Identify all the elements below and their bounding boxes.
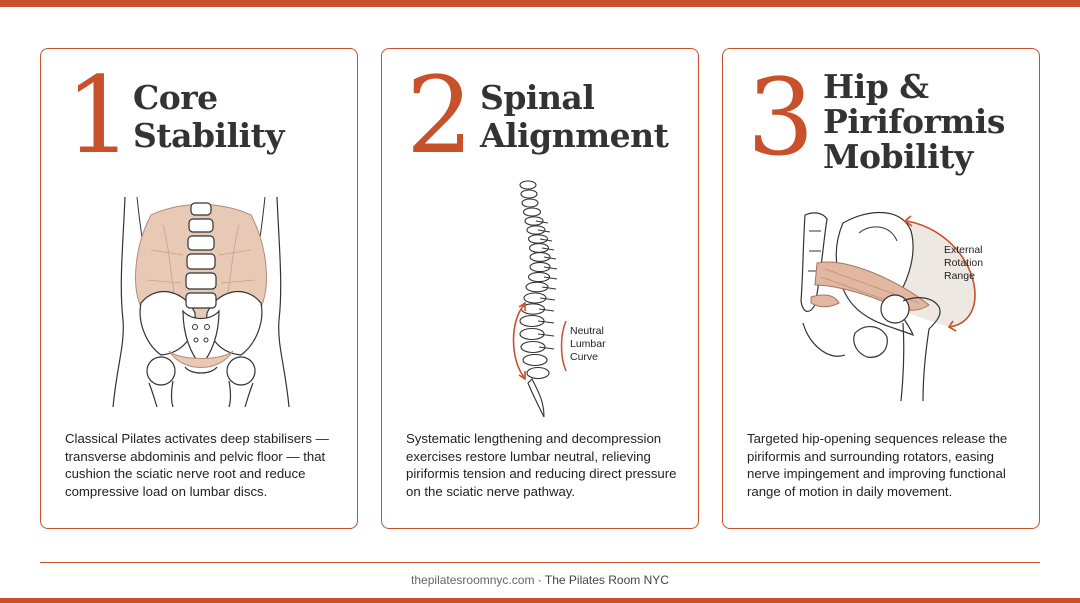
card-spinal-alignment: 2 Spinal Alignment [381,48,699,529]
card-title-line: Spinal [480,78,595,117]
bottom-accent-bar [0,598,1080,603]
footer-divider [40,562,1040,563]
card-description: Targeted hip-opening sequences release t… [747,431,1008,499]
card-title-line: Hip & [823,67,929,106]
top-accent-bar [0,0,1080,7]
lumbar-curve-arrow [512,301,526,381]
card-title-line: Stability [133,116,285,155]
card-title: Hip & Piriformis Mobility [823,69,1005,174]
torso-pelvis-illustration [112,196,290,407]
external-rotation-range-label: External Rotation Range [944,244,984,282]
card-title-line: Mobility [823,137,973,176]
card-title-line: Core [133,78,218,117]
footer-brand: The Pilates Room NYC [544,573,669,587]
footer-url-link[interactable]: thepilatesroomnyc.com [411,573,535,587]
card-description: Classical Pilates activates deep stabili… [65,431,329,499]
lumbar-bracket [560,320,567,372]
footer-separator: · [534,573,545,587]
card-title: Core Stability [133,78,285,155]
card-title-line: Piriformis [823,102,1005,141]
card-hip-piriformis-mobility: 3 Hip & Piriformis Mobility External Rot… [722,48,1040,529]
footer: thepilatesroomnyc.com · The Pilates Room… [0,573,1080,587]
hip-piriformis-illustration [800,211,976,401]
neutral-lumbar-curve-label: Neutral Lumbar Curve [570,325,606,363]
card-number: 1 [65,54,133,177]
card-core-stability: 1 Core Stability Classical P [40,48,358,529]
card-description: Systematic lengthening and decompression… [406,431,677,499]
card-number: 2 [406,54,474,177]
card-title: Spinal Alignment [480,78,669,155]
card-number: 3 [747,56,815,179]
spine-illustration [519,180,558,418]
card-title-line: Alignment [480,116,669,155]
